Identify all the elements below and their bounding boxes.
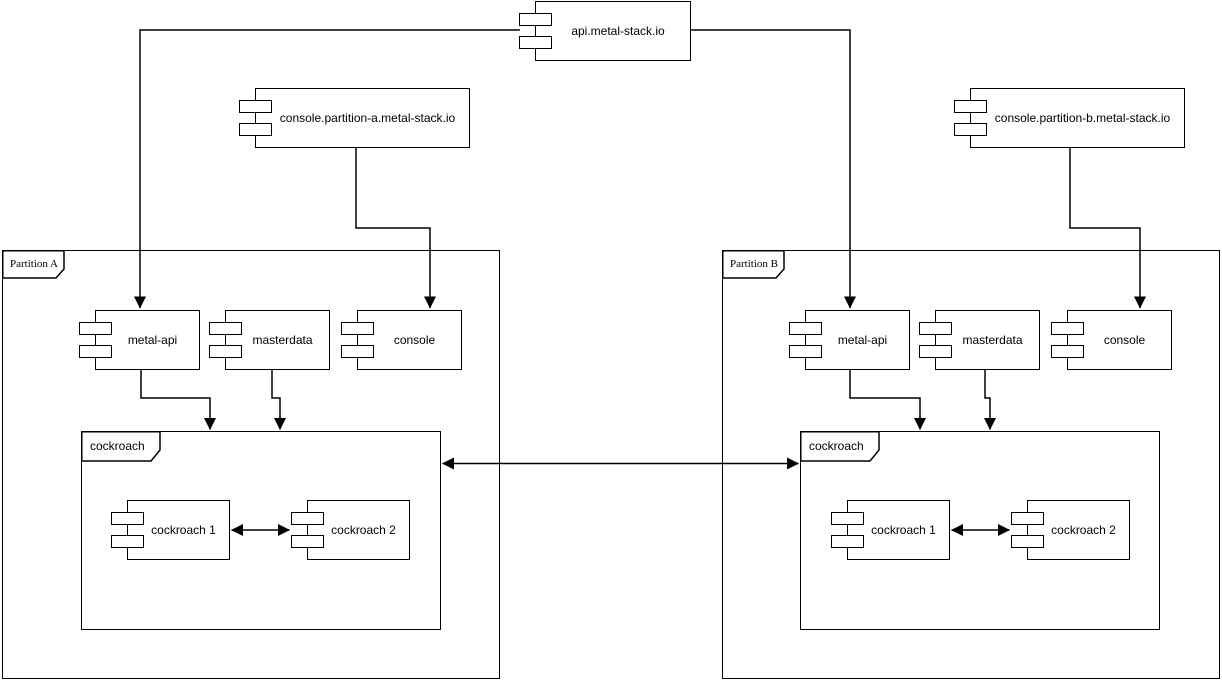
component-console-partition-b: console.partition-b.metal-stack.io [954, 88, 1185, 148]
component-cockroach2-b: cockroach 2 [1011, 500, 1130, 560]
component-label: metal-api [837, 333, 888, 347]
component-cockroach2-a: cockroach 2 [291, 500, 410, 560]
component-console-b: console [1051, 310, 1172, 370]
edge-api-to-metal-api-a [134, 29, 520, 309]
component-label: api.metal-stack.io [571, 24, 665, 38]
component-label: console [1103, 333, 1146, 347]
component-masterdata-b: masterdata [919, 310, 1040, 370]
component-label: metal-api [127, 333, 178, 347]
partition-b-label: Partition B [730, 258, 778, 270]
edge-console-b-to-console [1069, 148, 1146, 309]
component-cockroach1-a: cockroach 1 [111, 500, 230, 560]
partition-a-label: Partition A [10, 258, 58, 270]
component-label: masterdata [962, 333, 1023, 347]
component-label: console.partition-a.metal-stack.io [279, 111, 456, 125]
edge-api-to-metal-api-b [690, 29, 856, 309]
cockroach-b-label-tab [800, 431, 880, 462]
component-masterdata-a: masterdata [209, 310, 330, 370]
component-label: masterdata [252, 333, 313, 347]
edge-masterdata-a-to-cockroach [271, 370, 286, 430]
partition-a-label-tab [2, 250, 65, 279]
component-console-a: console [341, 310, 462, 370]
edge-metal-api-b-to-cockroach [849, 370, 926, 430]
component-label: cockroach 1 [151, 523, 216, 537]
cockroach-group-b-frame [800, 431, 1160, 630]
edge-console-a-to-console [355, 148, 436, 309]
partition-b-label-tab [722, 250, 785, 279]
cockroach-a-label: cockroach [90, 439, 145, 453]
component-cockroach1-b: cockroach 1 [831, 500, 950, 560]
component-api: api.metal-stack.io [519, 1, 691, 61]
component-label: cockroach 1 [871, 523, 936, 537]
cockroach-a-label-tab [81, 431, 161, 462]
component-console-partition-a: console.partition-a.metal-stack.io [239, 88, 470, 148]
cockroach-b-label: cockroach [809, 439, 864, 453]
component-label: cockroach 2 [1051, 523, 1116, 537]
component-metal-api-a: metal-api [79, 310, 200, 370]
component-label: console [393, 333, 436, 347]
edge-masterdata-b-to-cockroach [984, 370, 996, 430]
cockroach-group-a-frame [81, 431, 441, 630]
component-metal-api-b: metal-api [789, 310, 910, 370]
component-label: cockroach 2 [331, 523, 396, 537]
edge-metal-api-a-to-cockroach [140, 370, 216, 430]
component-label: console.partition-b.metal-stack.io [994, 111, 1171, 125]
